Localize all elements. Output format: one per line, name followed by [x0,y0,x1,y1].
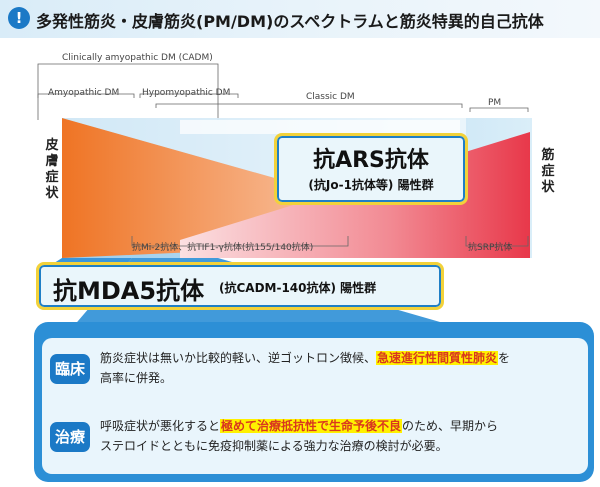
label-classic-dm: Classic DM [306,92,355,102]
exclamation-icon: ! [8,7,30,29]
title-bar [0,0,600,38]
muscle-symptoms-label: 筋 症 状 [541,148,555,195]
ars-antibody-title: 抗ARS抗体 [313,148,429,173]
label-srp: 抗SRP抗体 [468,243,513,253]
label-hypomyopathic-dm: Hypomyopathic DM [142,88,231,98]
clinical-text: 筋炎症状は無いか比較的軽い、逆ゴットロン徴候、急速進行性間質性肺炎を 高率に併発… [100,351,511,385]
mda5-antibody-subtitle: (抗CADM-140抗体) 陽性群 [219,281,377,295]
ars-antibody-box: 抗ARS抗体 (抗Jo-1抗体等) 陽性群 [274,133,468,205]
mda5-antibody-box: 抗MDA5抗体 (抗CADM-140抗体) 陽性群 [36,262,444,310]
label-amyopathic-dm: Amyopathic DM [48,88,120,98]
clinical-badge: 臨床 [50,354,90,384]
ars-antibody-subtitle: (抗Jo-1抗体等) 陽性群 [308,178,434,192]
label-cadm: Clinically amyopathic DM (CADM) [62,53,213,63]
page-title: 多発性筋炎・皮膚筋炎(PM/DM)のスペクトラムと筋炎特異的自己抗体 [36,12,544,31]
treatment-badge: 治療 [50,422,90,452]
mda5-antibody-title: 抗MDA5抗体 [53,277,205,305]
bracket-lines [37,63,529,120]
skin-symptoms-label: 皮 膚 症 状 [45,138,59,201]
label-mi2-tif1: 抗Mi-2抗体、抗TIF1-γ抗体(抗155/140抗体) [132,243,314,253]
label-pm: PM [488,98,502,108]
clinical-highlight: 急速進行性間質性肺炎 [376,351,499,365]
treatment-text: 呼吸症状が悪化すると極めて治療抵抗性で生命予後不良のため、早期から ステロイドと… [100,419,499,453]
mda5-details: 臨床 筋炎症状は無いか比較的軽い、逆ゴットロン徴候、急速進行性間質性肺炎を 高率… [42,338,588,474]
treatment-highlight: 極めて治療抵抗性で生命予後不良 [220,419,403,433]
